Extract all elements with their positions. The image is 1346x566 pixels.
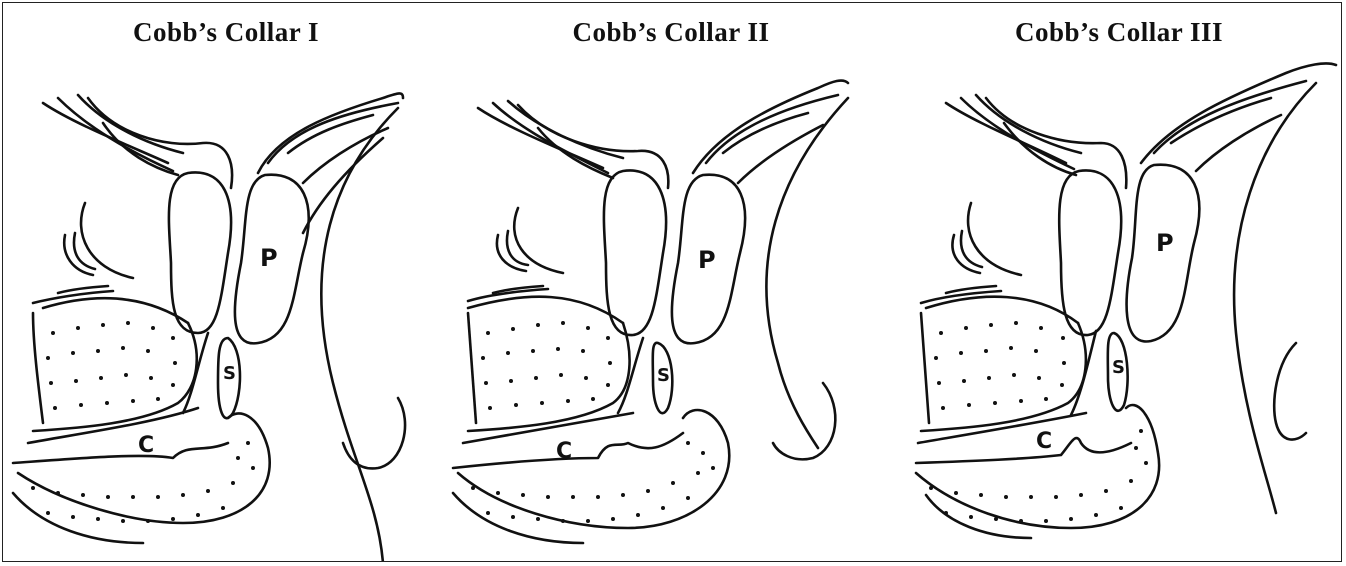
label-c: C (556, 441, 572, 463)
label-s: S (1112, 359, 1125, 377)
label-p: P (1156, 231, 1174, 255)
anatomy-drawing (896, 3, 1342, 562)
anatomy-drawing (3, 3, 449, 562)
label-c: C (138, 435, 154, 457)
panel-cobbs-collar-2: Cobb’s Collar II (448, 3, 894, 562)
anatomy-drawing (448, 3, 894, 562)
panel-cobbs-collar-3: Cobb’s Collar III (896, 3, 1342, 562)
panel-cobbs-collar-1: Cobb’s Collar I (3, 3, 449, 562)
label-c: C (1036, 431, 1052, 453)
label-p: P (698, 248, 716, 272)
label-s: S (223, 365, 236, 383)
label-s: S (657, 367, 670, 385)
label-p: P (260, 246, 278, 270)
